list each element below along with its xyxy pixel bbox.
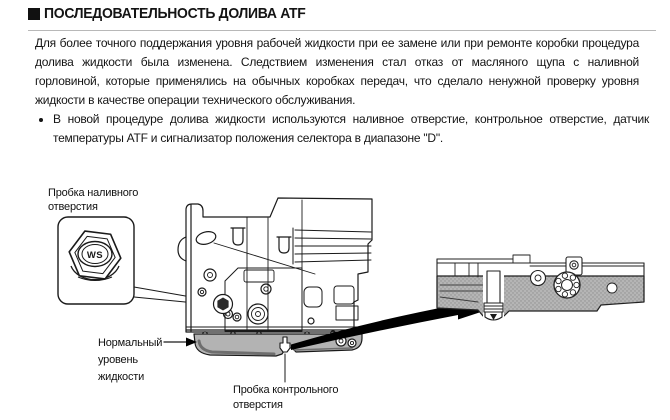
filler-plug-on-case xyxy=(212,293,234,315)
intro-paragraph: Для более точного поддержания уровня раб… xyxy=(35,36,639,107)
label-control-plug: Пробка контрольного отверстия xyxy=(233,384,339,411)
filler-plug-icon: WS xyxy=(68,230,122,281)
transmission-side-view xyxy=(163,197,373,383)
fluid-level-pointer xyxy=(163,337,197,347)
overflow-tube-and-plug xyxy=(483,270,504,321)
section-title: ПОСЛЕДОВАТЕЛЬНОСТЬ ДОЛИВА ATF xyxy=(44,5,306,22)
bearing-icon xyxy=(553,271,581,299)
notes-list: В новой процедуре долива жидкости исполь… xyxy=(39,110,649,148)
pan-cross-section-detail xyxy=(436,254,645,321)
section-header: ПОСЛЕДОВАТЕЛЬНОСТЬ ДОЛИВА ATF xyxy=(28,5,325,22)
header-divider xyxy=(28,30,656,31)
label-filler-plug: Пробка наливного отверстия xyxy=(48,187,139,213)
black-square-icon xyxy=(28,7,40,20)
plug-marking-ws: WS xyxy=(87,250,103,261)
note-item: В новой процедуре долива жидкости исполь… xyxy=(53,110,649,148)
case-fins xyxy=(292,227,372,265)
filler-plug-callout: WS xyxy=(57,216,217,306)
label-fluid-level: Нормальный уровень жидкости xyxy=(98,337,163,383)
control-plug-on-pan xyxy=(279,336,291,353)
